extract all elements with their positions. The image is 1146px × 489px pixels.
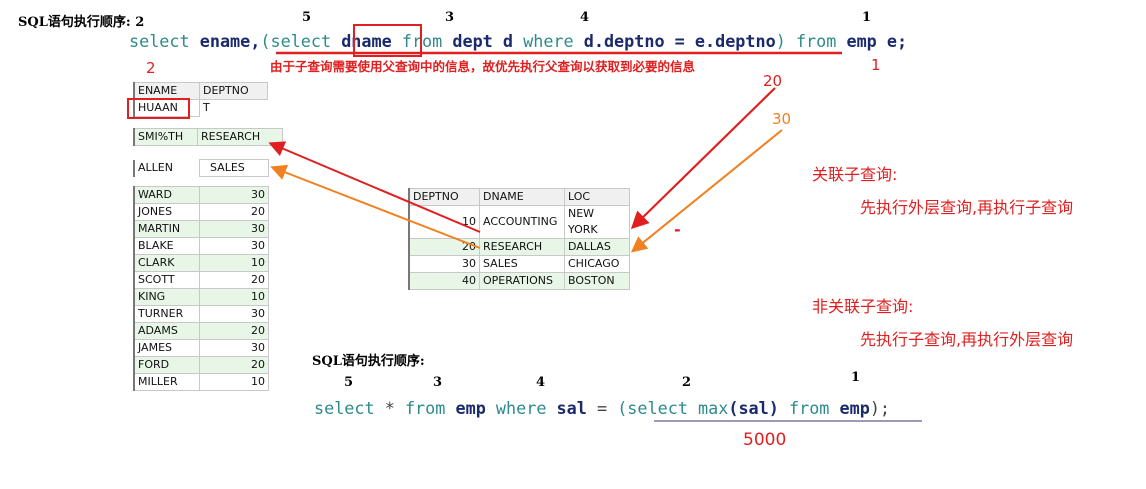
emp-row-smith: SMI%TH RESEARCH bbox=[133, 128, 283, 146]
sql1-from-inner: from bbox=[401, 31, 443, 51]
emp-cell-cursor[interactable]: T bbox=[203, 101, 210, 115]
arrow-20-to-dallas bbox=[630, 87, 776, 230]
arrow-30-to-chicago bbox=[630, 129, 783, 253]
sql2-result: 5000 bbox=[743, 430, 787, 450]
dept-cell-deptno[interactable]: 30 bbox=[408, 255, 480, 273]
sql2-emp-inner: emp bbox=[839, 398, 870, 418]
emp-cell-ename[interactable]: SCOTT bbox=[133, 271, 200, 289]
sql2-paren-close: ); bbox=[869, 398, 891, 418]
noncorrelated-desc: 先执行子查询,再执行外层查询 bbox=[860, 330, 1074, 349]
emp-cell-deptno[interactable]: 30 bbox=[199, 186, 269, 204]
sql1-order-mark-3: 3 bbox=[445, 10, 455, 25]
sql2-order-mark-2: 2 bbox=[682, 375, 692, 390]
sql1-paren-open: ( bbox=[260, 31, 271, 51]
emp-cell-allen-name[interactable]: ALLEN bbox=[133, 159, 200, 177]
correlated-desc: 先执行外层查询,再执行子查询 bbox=[860, 198, 1074, 217]
sql2-order-mark-3: 3 bbox=[433, 375, 443, 390]
sql1-emp-e: emp e; bbox=[846, 31, 908, 51]
emp-cell-deptno[interactable]: 30 bbox=[199, 220, 269, 238]
sql1-dept-d: dept d bbox=[452, 31, 513, 51]
arrow-sales-to-allen bbox=[270, 164, 481, 249]
dept-cell-loc[interactable]: DALLAS bbox=[564, 238, 630, 256]
emp-col-deptno[interactable]: DEPTNO bbox=[199, 82, 268, 100]
sql1-order-mark-1: 1 bbox=[862, 10, 872, 25]
noncorrelated-title: 非关联子查询: bbox=[812, 297, 914, 316]
sql2-emp-outer: emp bbox=[455, 398, 486, 418]
dept-cell-dname[interactable]: ACCOUNTING bbox=[479, 205, 565, 239]
sql2-eq: = bbox=[596, 398, 608, 418]
dept-cell-loc[interactable]: CHICAGO bbox=[564, 255, 630, 273]
emp-cell-ename[interactable]: CLARK bbox=[133, 254, 200, 272]
sql1-from-outer: from bbox=[795, 31, 837, 51]
sql1-statement: select ename,(select dname from dept d w… bbox=[129, 31, 907, 51]
sql1-order-label: SQL语句执行顺序: 2 bbox=[18, 11, 144, 30]
huaan-highlight-box bbox=[127, 98, 190, 119]
sql2-from-outer: from bbox=[404, 398, 446, 418]
emp-cell-smith-dept[interactable]: RESEARCH bbox=[197, 128, 283, 146]
dept-col-dname[interactable]: DNAME bbox=[479, 188, 565, 206]
emp-cell-smith-name[interactable]: SMI%TH bbox=[133, 128, 198, 146]
emp-cell-deptno[interactable]: 30 bbox=[199, 237, 269, 255]
emp-cell-huaan[interactable]: HUAAN bbox=[133, 99, 200, 117]
emp-cell-allen-dept[interactable]: SALES bbox=[199, 159, 269, 177]
sql2-star: * bbox=[384, 398, 395, 418]
sql1-paren-close: ) bbox=[775, 31, 786, 51]
sql2-order-mark-1: 1 bbox=[851, 370, 861, 385]
dept-dash-mark: - bbox=[674, 220, 681, 239]
sql2-subselect: select bbox=[627, 398, 688, 418]
sql1-subselect: select bbox=[270, 31, 332, 51]
emp-row-allen: ALLEN SALES bbox=[133, 159, 269, 177]
sql1-order-label-text: SQL语句执行顺序: bbox=[18, 15, 131, 30]
emp-cell-deptno[interactable]: 10 bbox=[199, 254, 269, 272]
sql2-order-mark-5: 5 bbox=[344, 375, 354, 390]
arrow-label-20: 20 bbox=[763, 72, 783, 90]
dept-cell-loc[interactable]: NEW YORK bbox=[564, 205, 630, 239]
sql2-sal-arg: (sal) bbox=[728, 398, 779, 418]
emp-cell-deptno[interactable]: 10 bbox=[199, 373, 269, 391]
sql1-note: 由于子查询需要使用父查询中的信息，故优先执行父查询以获取到必要的信息 bbox=[270, 59, 696, 74]
sql2-sal: sal bbox=[556, 398, 587, 418]
sql2-statement: select * from emp where sal = (select ma… bbox=[314, 398, 890, 418]
sql2-order-mark-4: 4 bbox=[536, 375, 546, 390]
sql2-where: where bbox=[495, 398, 547, 418]
arrow-label-30: 30 bbox=[772, 110, 792, 128]
sql1-order-num-2: 2 bbox=[135, 15, 145, 30]
emp-cell-deptno[interactable]: 30 bbox=[199, 305, 269, 323]
mark-2: 2 bbox=[146, 59, 156, 77]
sql1-select: select bbox=[129, 31, 190, 51]
sql2-order-label: SQL语句执行顺序: bbox=[312, 354, 425, 369]
arrow-research-to-smith bbox=[268, 141, 481, 233]
dept-cell-loc[interactable]: BOSTON bbox=[564, 272, 630, 290]
correlated-title: 关联子查询: bbox=[812, 165, 898, 184]
sql2-select: select bbox=[314, 398, 375, 418]
mark-1: 1 bbox=[871, 56, 881, 74]
dept-cell-dname[interactable]: SALES bbox=[479, 255, 565, 273]
sql2-from-inner: from bbox=[788, 398, 830, 418]
sql2-paren-open: ( bbox=[617, 398, 628, 418]
sql2-max: max bbox=[698, 398, 729, 418]
sql1-order-mark-4: 4 bbox=[580, 10, 590, 25]
emp-cell-ename[interactable]: KING bbox=[133, 288, 200, 306]
sql1-ename: ename, bbox=[199, 31, 261, 51]
sql1-order-mark-5: 5 bbox=[302, 10, 312, 25]
dname-highlight-box bbox=[353, 24, 422, 57]
sql1-where: where bbox=[523, 31, 574, 51]
sql1-condition: d.deptno = e.deptno bbox=[583, 31, 776, 51]
